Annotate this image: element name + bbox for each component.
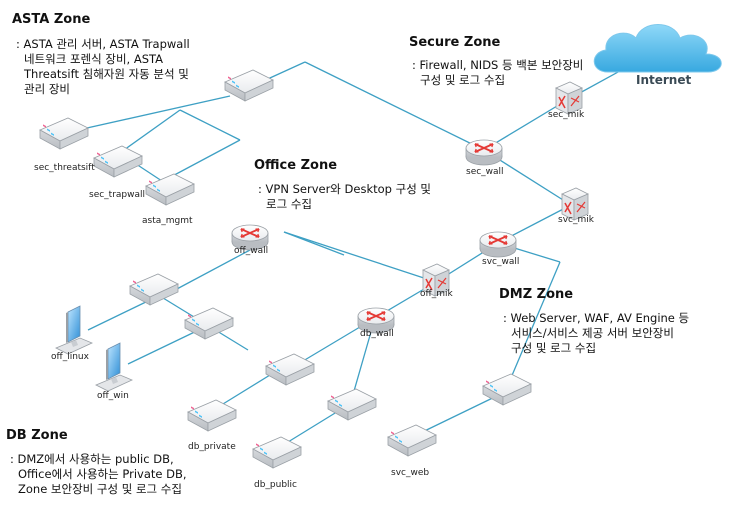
office-zone-title: Office Zone bbox=[254, 158, 338, 173]
link-asta-mgmt-up bbox=[164, 139, 241, 181]
link-office-switch-a-to-linux bbox=[87, 299, 151, 331]
dmz-switch bbox=[482, 373, 532, 406]
link-sec-wall-to-sec-mik bbox=[483, 99, 568, 151]
node-label-db-public: db_public bbox=[254, 480, 297, 490]
node-label-sec-wall: sec_wall bbox=[466, 167, 504, 177]
node-label-svc-web: svc_web bbox=[391, 468, 429, 478]
node-label-sec-trapwall: sec_trapwall bbox=[89, 190, 145, 200]
node-label-off-linux: off_linux bbox=[51, 352, 90, 362]
link-office-switch-b-to-win bbox=[127, 326, 206, 365]
asta-zone-line: Threatsift 침해자원 자동 분석 및 bbox=[24, 67, 189, 81]
link-off-wall-down bbox=[174, 249, 251, 291]
asta-zone-line: 네트워크 포렌식 장비, ASTA bbox=[24, 52, 164, 66]
node-label-sec-mik: sec_mik bbox=[548, 110, 585, 120]
office-switch-a bbox=[129, 273, 179, 306]
dmz-zone-line: 구성 및 로그 수집 bbox=[511, 341, 597, 355]
node-label-svc-wall: svc_wall bbox=[482, 257, 519, 267]
node-label-db-wall: db_wall bbox=[360, 329, 394, 339]
secure-zone-line: 구성 및 로그 수집 bbox=[420, 73, 506, 87]
sec-trapwall-server bbox=[93, 145, 143, 178]
office-zone-line: 로그 수집 bbox=[266, 197, 312, 211]
dmz-zone-description: : Web Server, WAF, AV Engine 등 서비스/서비스 제… bbox=[503, 311, 689, 356]
secure-zone-description: : Firewall, NIDS 등 백본 보안장비 구성 및 로그 수집 bbox=[412, 58, 583, 88]
dmz-zone-line: 서비스/서비스 제공 서버 보안장비 bbox=[511, 326, 674, 340]
asta-zone-description: : ASTA 관리 서버, ASTA Trapwall 네트워크 포렌식 장비,… bbox=[16, 37, 190, 97]
link-off-wall-to-svc-wall bbox=[283, 231, 345, 256]
link-asta-switch-to-mgmt bbox=[179, 109, 241, 141]
asta-core-switch bbox=[224, 69, 274, 102]
db-zone-line: Office에서 사용하는 Private DB, bbox=[18, 467, 187, 481]
office-zone-line: : VPN Server와 Desktop 구성 및 bbox=[258, 182, 432, 196]
dmz-zone-line: : Web Server, WAF, AV Engine 등 bbox=[503, 311, 690, 325]
db-private-server bbox=[187, 399, 237, 432]
node-label-off-win: off_win bbox=[97, 391, 129, 401]
off-win-desktop-icon bbox=[95, 342, 133, 392]
svc-wall-router-icon bbox=[479, 231, 517, 258]
secure-zone-title: Secure Zone bbox=[409, 35, 501, 50]
sec-threatsift-server bbox=[39, 117, 89, 150]
office-zone-description: : VPN Server와 Desktop 구성 및 로그 수집 bbox=[258, 182, 431, 212]
db-zone-description: : DMZ에서 사용하는 public DB, Office에서 사용하는 Pr… bbox=[10, 452, 187, 497]
link-svc-wall-to-dmz bbox=[504, 261, 561, 393]
secure-zone-line: : Firewall, NIDS 등 백본 보안장비 bbox=[412, 58, 584, 72]
link-asta-switch-to-threatsift bbox=[77, 95, 231, 131]
db-switch-b bbox=[327, 388, 377, 421]
office-switch-b bbox=[184, 307, 234, 340]
svc-web-server bbox=[387, 424, 437, 457]
internet-cloud-icon: Internet bbox=[593, 24, 722, 87]
node-label-svc-mik: svc_mik bbox=[558, 215, 595, 225]
asta-zone-line: 관리 장비 bbox=[24, 82, 70, 96]
node-label-db-private: db_private bbox=[188, 442, 236, 452]
node-label-sec-threatsift: sec_threatsift bbox=[34, 163, 95, 173]
link-asta-backbone bbox=[304, 61, 485, 151]
cloud-label: Internet bbox=[636, 73, 691, 87]
link-off-mik-to-off-wall bbox=[283, 231, 437, 283]
node-label-asta-mgmt: asta_mgmt bbox=[142, 216, 193, 226]
db-zone-title: DB Zone bbox=[6, 428, 68, 443]
off-linux-desktop-icon bbox=[55, 305, 93, 355]
asta-mgmt-server bbox=[145, 173, 195, 206]
asta-zone-title: ASTA Zone bbox=[12, 12, 91, 27]
db-public-server bbox=[252, 436, 302, 469]
asta-zone-line: : ASTA 관리 서버, ASTA Trapwall bbox=[16, 37, 190, 51]
node-label-off-mik: off_mik bbox=[420, 289, 453, 299]
dmz-zone-title: DMZ Zone bbox=[499, 287, 574, 302]
db-zone-line: : DMZ에서 사용하는 public DB, bbox=[10, 452, 174, 466]
sec-wall-router-icon bbox=[465, 139, 503, 166]
db-zone-line: Zone 보안장비 구성 및 로그 수집 bbox=[18, 482, 182, 496]
node-label-off-wall: off_wall bbox=[234, 246, 268, 256]
